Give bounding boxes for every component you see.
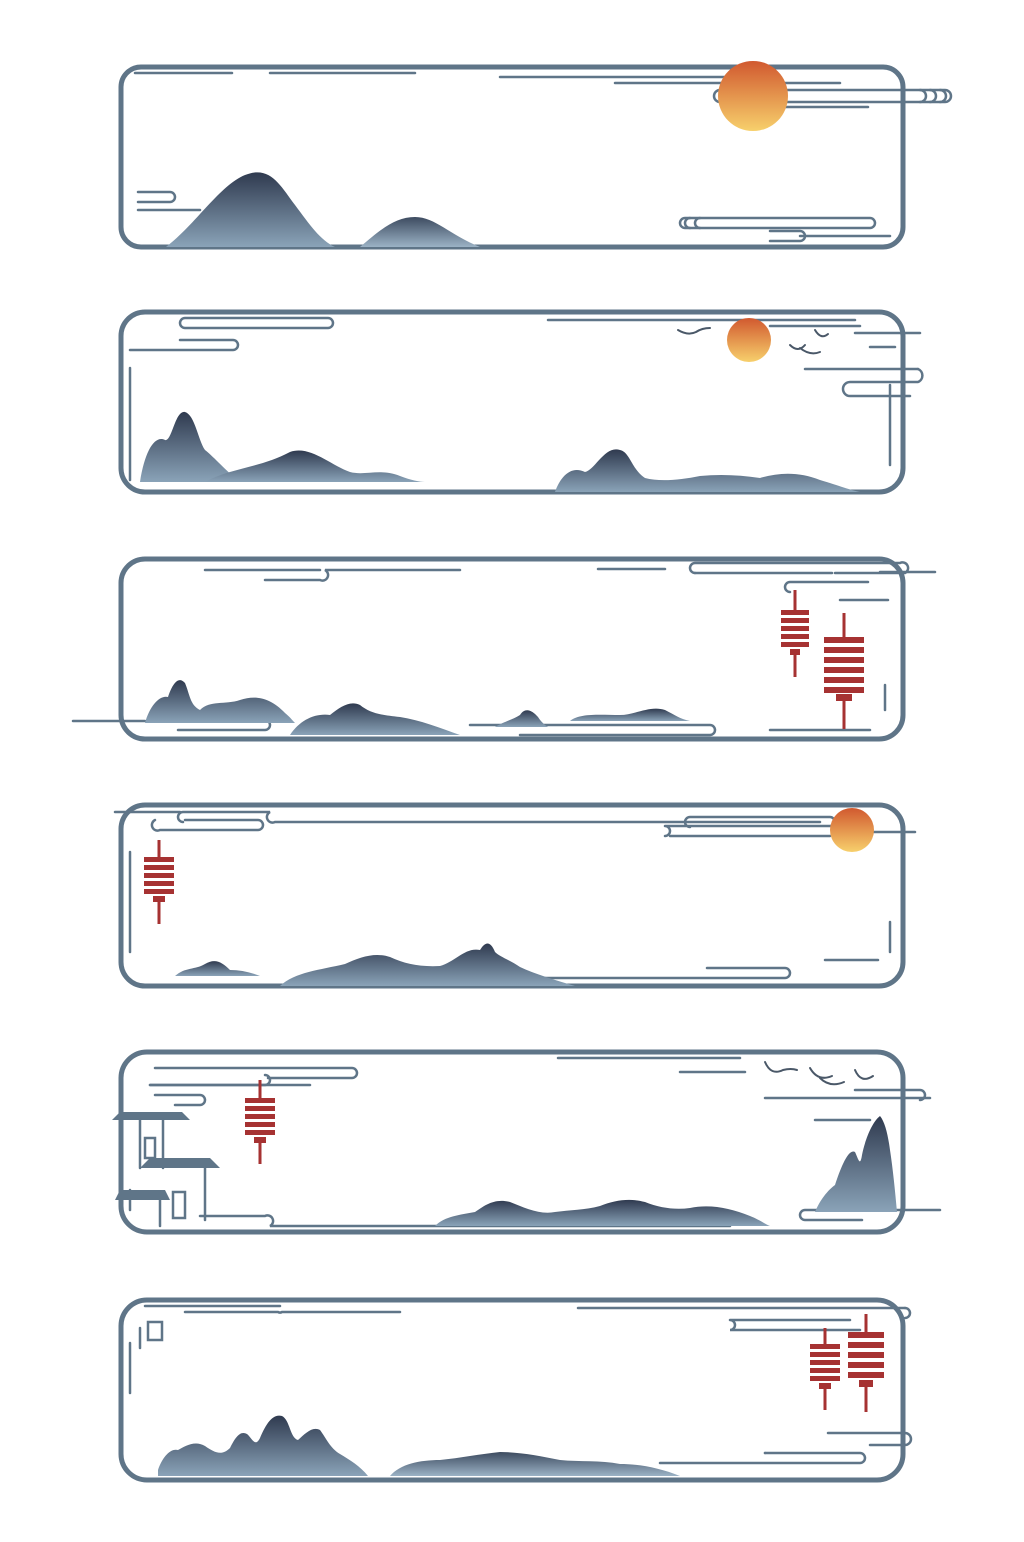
cloud-lines: [71, 561, 937, 737]
banner-2: [0, 300, 1024, 500]
sun-icon: [830, 808, 874, 852]
cloud-lines: [113, 810, 917, 980]
frame: [118, 556, 906, 742]
frame: [118, 802, 906, 989]
lantern-icon: [824, 613, 864, 729]
birds: [677, 327, 829, 355]
lantern-icon: [144, 840, 174, 924]
mountains: [140, 411, 860, 492]
lantern-icon: [781, 590, 809, 677]
mountains: [158, 1415, 680, 1476]
mountains: [175, 943, 575, 986]
banner-1: [0, 55, 1024, 255]
sun-icon: [727, 318, 771, 362]
lantern-icon: [810, 1328, 840, 1410]
lantern-icon: [245, 1080, 275, 1164]
banner-3: [0, 545, 1024, 745]
banner-4: [0, 792, 1024, 992]
lantern-icon: [848, 1314, 884, 1412]
cloud-lines: [128, 1304, 913, 1465]
frame: [118, 1049, 906, 1235]
mountains: [435, 1116, 897, 1226]
cloud-lines: [128, 1056, 942, 1228]
sun-icon: [718, 61, 788, 131]
pavilion-icon: [112, 1112, 220, 1228]
birds: [764, 1061, 874, 1086]
banner-5: [0, 1040, 1024, 1240]
frame: [118, 1297, 906, 1483]
cloud-lines: [133, 71, 953, 243]
mountains: [166, 172, 480, 247]
cloud-lines: [128, 316, 924, 482]
frame: [118, 309, 906, 495]
mountains: [145, 680, 690, 735]
frame: [118, 64, 906, 250]
banner-6: [0, 1288, 1024, 1488]
